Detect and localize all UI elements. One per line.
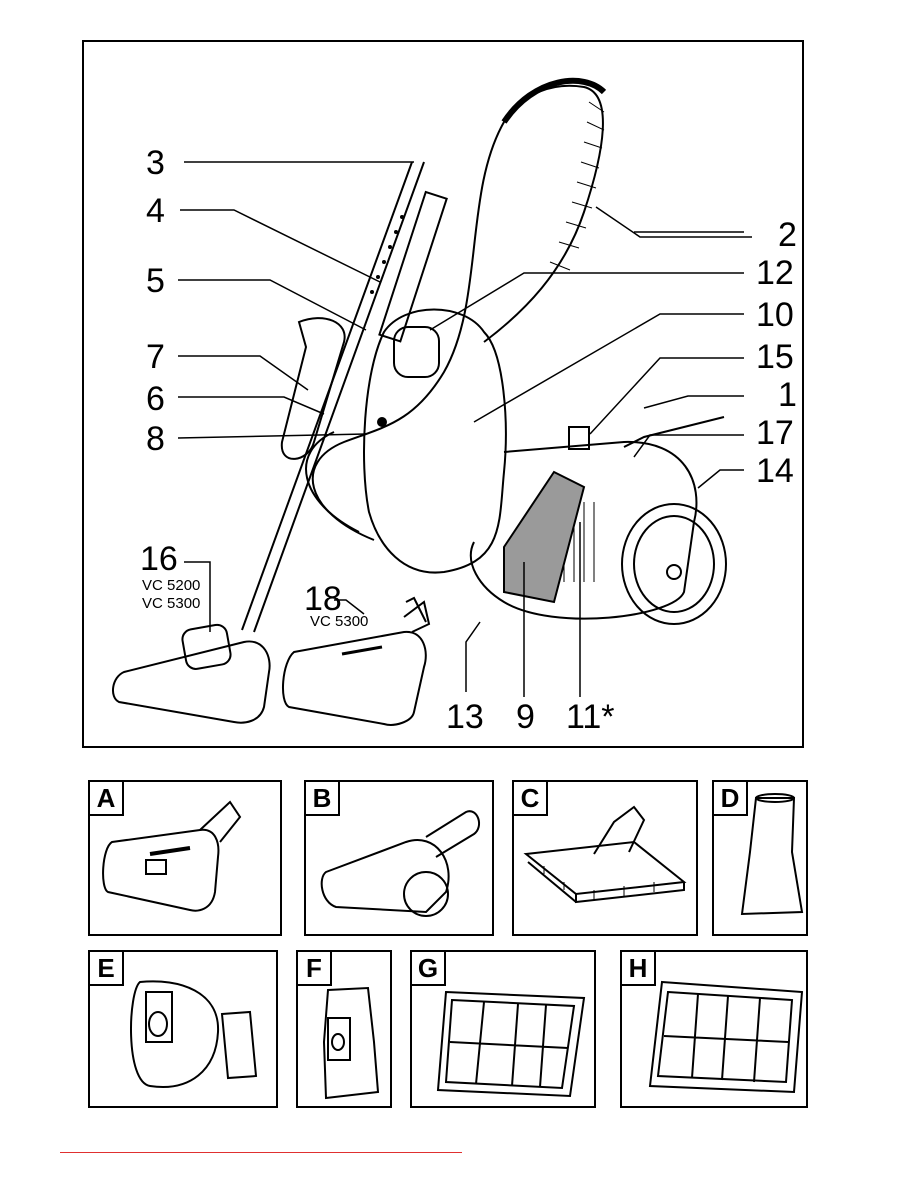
dust-bag-and-filter-illustration [130, 980, 258, 1088]
hepa-filter-g-illustration [436, 990, 586, 1098]
callout-8: 8 [146, 420, 165, 458]
mini-turbo-brush-illustration [320, 810, 481, 917]
upholstery-nozzle-illustration [740, 793, 804, 916]
callout-13: 13 [446, 698, 484, 736]
panel-b: B [304, 780, 494, 936]
vacuum-cleaner-illustration [112, 77, 752, 726]
panel-f: F [296, 950, 392, 1108]
panel-letter-c: C [514, 782, 548, 816]
callout-14: 14 [756, 452, 794, 490]
panel-letter-b: B [306, 782, 340, 816]
callout-17: 17 [756, 414, 794, 452]
callout-11: 11* [566, 698, 615, 736]
callout-12: 12 [756, 254, 794, 292]
panel-d: D [712, 780, 808, 936]
main-diagram-frame: 3 4 5 7 6 8 16 VC 5200 VC 5300 18 VC 530… [82, 40, 804, 748]
panel-letter-e: E [90, 952, 124, 986]
turbo-nozzle-illustration [102, 800, 242, 912]
model-label-16a: VC 5200 [142, 577, 201, 594]
callout-5: 5 [146, 262, 165, 300]
callout-1: 1 [778, 376, 797, 414]
panel-letter-h: H [622, 952, 656, 986]
panel-g: G [410, 950, 596, 1108]
panel-c: C [512, 780, 698, 936]
model-label-16b: VC 5300 [142, 595, 201, 612]
callout-4: 4 [146, 192, 165, 230]
footer-red-line [60, 1152, 462, 1153]
panel-h: H [620, 950, 808, 1108]
paper-bag-illustration [322, 986, 380, 1100]
parquet-nozzle-illustration [523, 805, 687, 904]
callout-7: 7 [146, 338, 165, 376]
panel-letter-d: D [714, 782, 748, 816]
callout-3: 3 [146, 144, 165, 182]
panel-letter-a: A [90, 782, 124, 816]
panel-letter-f: F [298, 952, 332, 986]
panel-letter-g: G [412, 952, 446, 986]
callout-2: 2 [778, 216, 797, 254]
panel-e: E [88, 950, 278, 1108]
callout-6: 6 [146, 380, 165, 418]
callout-18: 18 [304, 580, 342, 618]
callout-9: 9 [516, 698, 535, 736]
callout-15: 15 [756, 338, 794, 376]
callout-10: 10 [756, 296, 794, 334]
panel-a: A [88, 780, 282, 936]
hepa-filter-h-illustration [648, 980, 804, 1094]
model-label-18: VC 5300 [310, 613, 369, 630]
callout-16: 16 [140, 540, 178, 578]
